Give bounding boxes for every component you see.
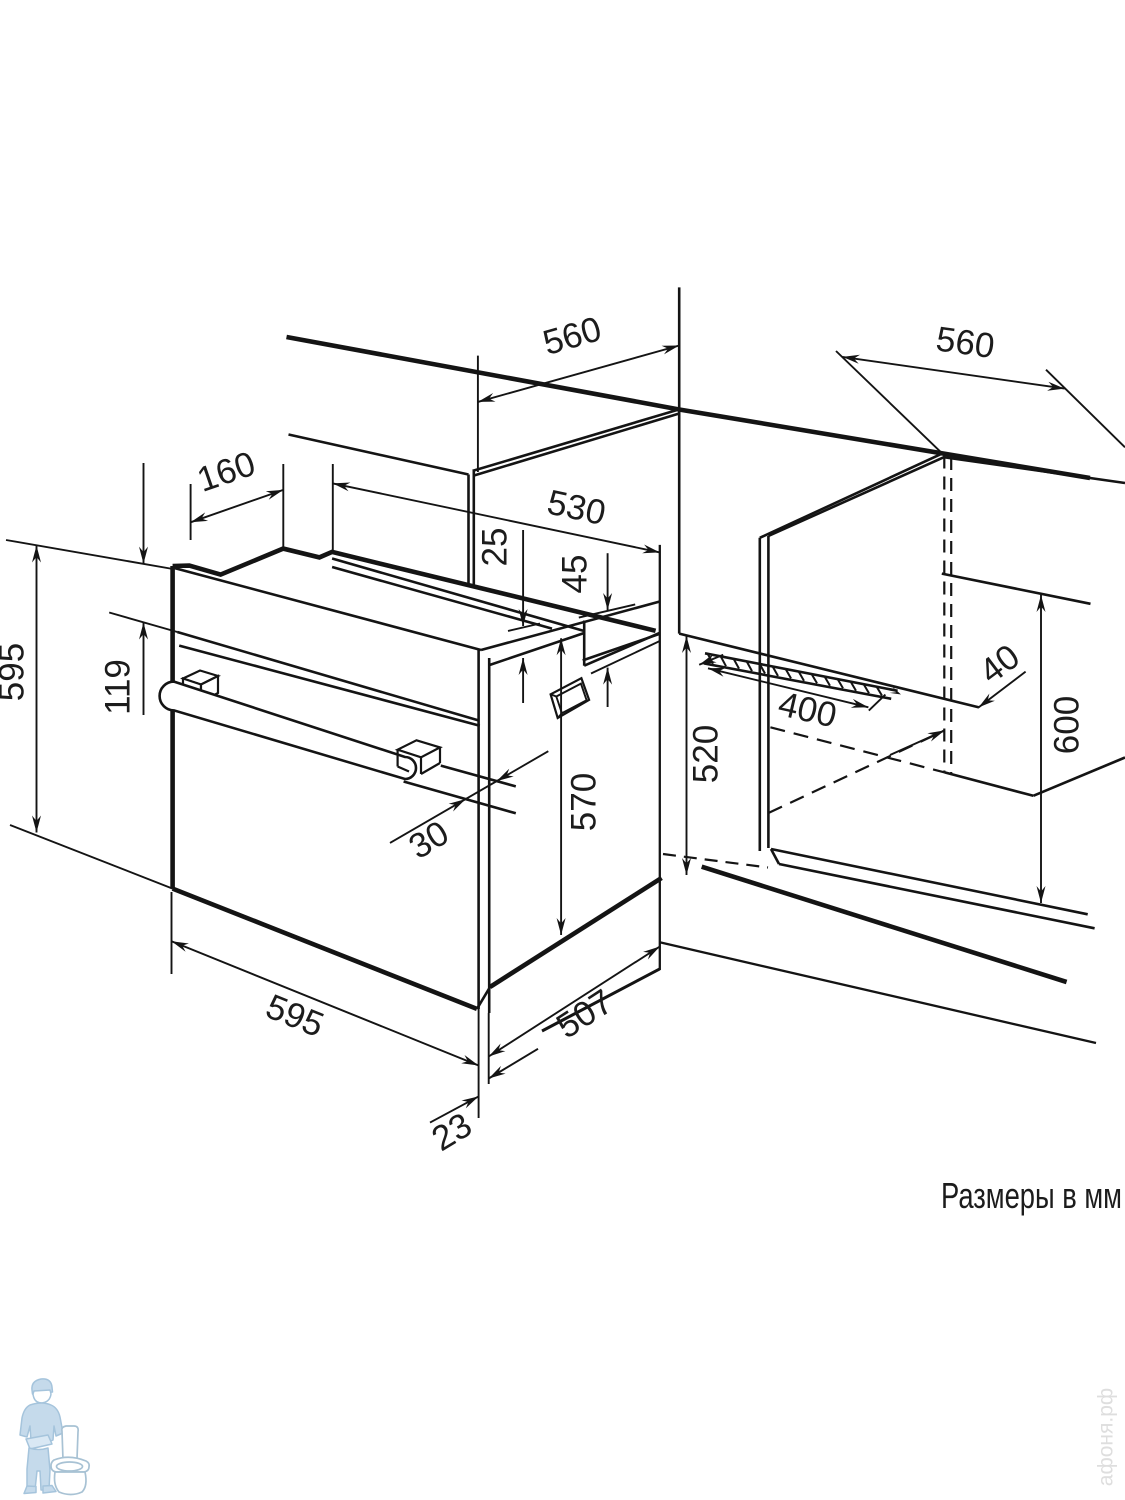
svg-text:30: 30 <box>402 813 455 866</box>
svg-text:595: 595 <box>0 643 31 701</box>
svg-text:афоня.рф: афоня.рф <box>1095 1388 1118 1486</box>
svg-text:520: 520 <box>686 725 725 783</box>
svg-text:40: 40 <box>972 637 1027 692</box>
svg-text:560: 560 <box>934 319 997 366</box>
svg-text:45: 45 <box>555 555 594 594</box>
svg-text:600: 600 <box>1047 696 1086 754</box>
svg-text:Размеры в мм: Размеры в мм <box>941 1175 1122 1216</box>
svg-text:25: 25 <box>475 528 514 567</box>
svg-text:119: 119 <box>98 659 137 715</box>
svg-text:507: 507 <box>550 982 620 1047</box>
svg-text:570: 570 <box>564 773 603 831</box>
svg-text:23: 23 <box>425 1105 478 1158</box>
svg-text:530: 530 <box>544 483 609 533</box>
svg-text:560: 560 <box>539 309 606 363</box>
svg-text:595: 595 <box>260 987 329 1045</box>
svg-text:160: 160 <box>192 444 260 500</box>
svg-text:400: 400 <box>775 684 841 735</box>
